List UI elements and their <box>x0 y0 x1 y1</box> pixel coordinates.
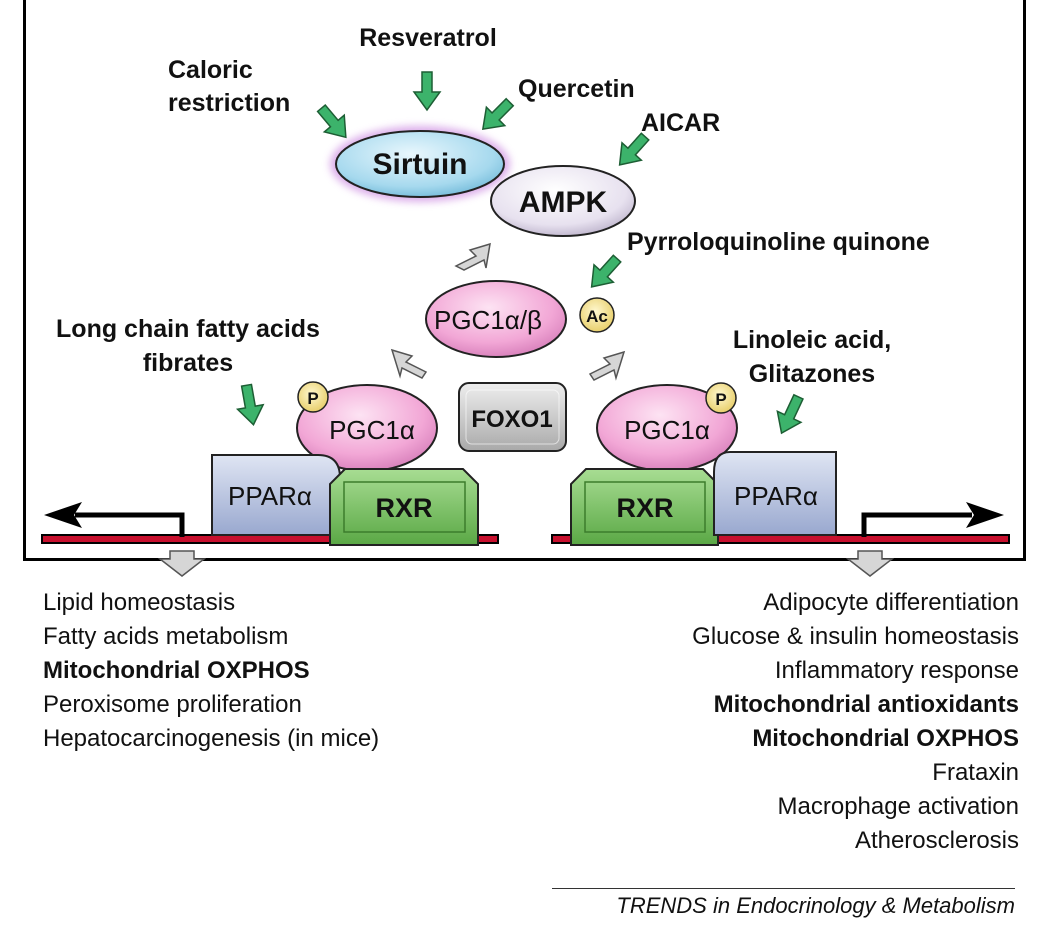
right-outcome-item: Mitochondrial OXPHOS <box>752 725 1019 752</box>
right-rxr-label: RXR <box>616 493 673 523</box>
left-phospho-label: P <box>307 389 318 408</box>
ampk-node: AMPK <box>490 165 636 237</box>
left-pgc1a-node: PGC1α <box>296 384 438 472</box>
left-outcome-item: Mitochondrial OXPHOS <box>43 657 310 684</box>
left-rxr-label: RXR <box>375 493 432 523</box>
ampk-label: AMPK <box>519 186 608 219</box>
caloric-label-line1: Caloric <box>168 56 253 84</box>
right-outcome-item: Inflammatory response <box>774 657 1019 684</box>
journal-footer: TRENDS in Endocrinology & Metabolism <box>616 893 1015 918</box>
foxo1-label: FOXO1 <box>471 406 552 433</box>
diagram-frame <box>23 0 1026 561</box>
right-outcome-item: Glucose & insulin homeostasis <box>692 623 1019 650</box>
glitazones-arrow <box>776 393 804 435</box>
aicar-label: AICAR <box>641 109 720 137</box>
pgc1ab-node: PGC1α/β <box>425 280 567 358</box>
right-outcome-item: Mitochondrial antioxidants <box>713 691 1019 718</box>
pqq-label: Pyrroloquinoline quinone <box>627 228 930 256</box>
left-outcome-item: Peroxisome proliferation <box>43 691 302 718</box>
right-outcome-item: Macrophage activation <box>777 793 1019 820</box>
lcfa-label-line2: fibrates <box>143 349 233 377</box>
left-outcome-item: Hepatocarcinogenesis (in mice) <box>43 725 380 752</box>
left-phospho-badge: P <box>297 381 329 413</box>
ampk-to-pgc-arrow <box>454 242 491 271</box>
right-ppara-node: PPARα <box>713 451 837 536</box>
aicar-arrow <box>618 132 650 166</box>
quercetin-label: Quercetin <box>518 75 635 103</box>
acetyl-badge: Ac <box>579 297 615 333</box>
caloric-arrow <box>316 103 347 139</box>
left-outcome-item: Lipid homeostasis <box>43 589 236 616</box>
pathway-diagram: Sirtuin AMPK PGC1α/β Ac FOXO1 PGC1α P PP… <box>41 24 1010 577</box>
output-arrow-left <box>157 550 207 577</box>
sirtuin-node: Sirtuin <box>330 126 510 202</box>
lcfa-arrow <box>235 383 265 426</box>
lcfa-label-line1: Long chain fatty acids <box>56 315 320 343</box>
right-rxr-node: RXR <box>570 468 719 546</box>
pgc-to-left-arrow <box>390 348 428 379</box>
right-phospho-label: P <box>715 390 726 409</box>
right-outcome-item: Atherosclerosis <box>854 827 1019 854</box>
pgc-to-right-arrow <box>588 350 626 381</box>
right-outcome-item: Adipocyte differentiation <box>763 589 1019 616</box>
left-rxr-node: RXR <box>329 468 479 546</box>
left-ppara-label: PPARα <box>228 481 312 511</box>
foxo1-node: FOXO1 <box>458 382 567 452</box>
pqq-arrow <box>590 254 622 288</box>
acetyl-label: Ac <box>586 307 608 326</box>
left-ppara-node: PPARα <box>211 454 341 536</box>
left-outcome-item: Fatty acids metabolism <box>43 623 289 650</box>
right-phospho-badge: P <box>705 382 737 414</box>
resveratrol-arrow <box>412 71 442 112</box>
sirtuin-label: Sirtuin <box>373 148 468 181</box>
quercetin-arrow <box>481 97 515 131</box>
output-arrow-right <box>845 550 895 577</box>
right-ppara-label: PPARα <box>734 481 818 511</box>
transcription-arrow-left <box>44 502 185 537</box>
right-outcome-item: Frataxin <box>932 759 1019 786</box>
right-pgc1a-node: PGC1α <box>596 384 738 472</box>
linoleic-label-line2: Glitazones <box>749 360 875 388</box>
linoleic-label-line1: Linoleic acid, <box>733 326 891 354</box>
caloric-label-line2: restriction <box>168 89 290 117</box>
transcription-arrow-right <box>861 502 1004 537</box>
footer-rule <box>552 888 1015 889</box>
right-pgc1a-label: PGC1α <box>624 415 710 445</box>
resveratrol-label: Resveratrol <box>359 24 497 52</box>
pgc1ab-label: PGC1α/β <box>434 305 542 335</box>
left-pgc1a-label: PGC1α <box>329 415 415 445</box>
